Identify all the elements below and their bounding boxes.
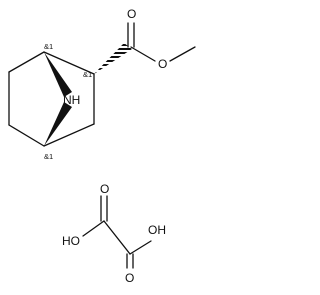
azabicycloheptane-ester-structure: [8, 22, 196, 147]
bond-left-c-oh: [82, 220, 105, 237]
bond-c3-c4: [43, 123, 95, 147]
atom-label-oxygen-top-left: O: [100, 182, 109, 196]
atom-label-carbonyl-oxygen: O: [127, 7, 136, 21]
stereo-label-c2: &1: [83, 70, 92, 79]
atom-label-oxygen-bottom-right: O: [125, 271, 134, 285]
atom-label-hydroxyl-right: OH: [148, 223, 166, 237]
oxalic-acid-structure: [82, 195, 152, 269]
wedge-bond-c1-n7: [44, 52, 72, 97]
bond-o-methyl: [169, 46, 196, 62]
atom-label-nitrogen: NH: [63, 93, 80, 107]
hashed-bond-c2-carbonyl: [94, 43, 132, 74]
bond-c1-c6: [8, 51, 45, 73]
wedge-bond-c4-n7: [44, 102, 72, 146]
bond-carbonyl-c-o-single: [130, 46, 156, 62]
chemical-structure-canvas: NH O O &1 &1 &1 O HO O OH: [8, 7, 196, 285]
atom-label-ester-oxygen: O: [158, 57, 167, 71]
bond-right-c-oh: [129, 240, 152, 255]
stereo-label-bridgehead-top: &1: [44, 42, 53, 51]
bond-c-c: [103, 220, 131, 255]
bond-c1-c2: [43, 51, 95, 75]
stereo-label-bridgehead-bottom: &1: [44, 152, 53, 161]
bond-c5-c4: [8, 124, 45, 147]
atom-label-hydroxyl-left: HO: [62, 234, 80, 248]
